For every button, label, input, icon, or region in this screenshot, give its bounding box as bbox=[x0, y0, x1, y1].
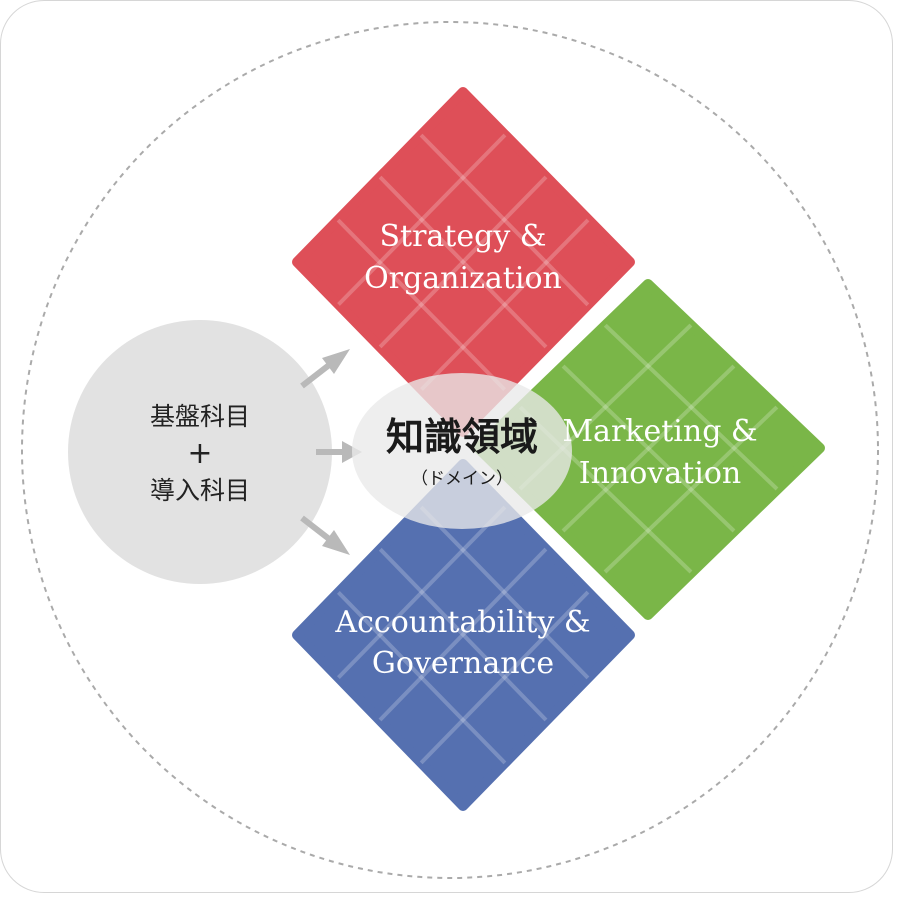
domain-diamond-strategy: Strategy & Organization bbox=[292, 87, 635, 437]
outer-dashed-circle bbox=[21, 21, 879, 879]
core-ellipse bbox=[352, 373, 572, 529]
foundation-plus: + bbox=[187, 436, 212, 471]
core-subtitle: （ドメイン） bbox=[411, 469, 513, 489]
foundation-line2: 導入科目 bbox=[150, 476, 250, 505]
arrows bbox=[300, 349, 362, 555]
domain-label-accountability-line2: Governance bbox=[372, 646, 554, 681]
arrow-right-icon bbox=[316, 441, 362, 463]
domain-label-strategy-line2: Organization bbox=[364, 261, 562, 296]
foundation-circle bbox=[68, 320, 332, 584]
arrow-down-right-icon bbox=[300, 515, 350, 555]
domain-label-marketing-line1: Marketing & bbox=[562, 414, 757, 449]
arrow-up-right-icon bbox=[300, 349, 350, 389]
domain-label-strategy-line1: Strategy & bbox=[379, 219, 546, 254]
domain-label-marketing-line2: Innovation bbox=[579, 456, 741, 491]
core-title: 知識領域 bbox=[386, 415, 538, 459]
foundation-line1: 基盤科目 bbox=[150, 402, 250, 431]
domain-diamond-accountability: Accountability & Governance bbox=[292, 459, 635, 811]
domain-label-accountability-line1: Accountability & bbox=[334, 605, 590, 640]
